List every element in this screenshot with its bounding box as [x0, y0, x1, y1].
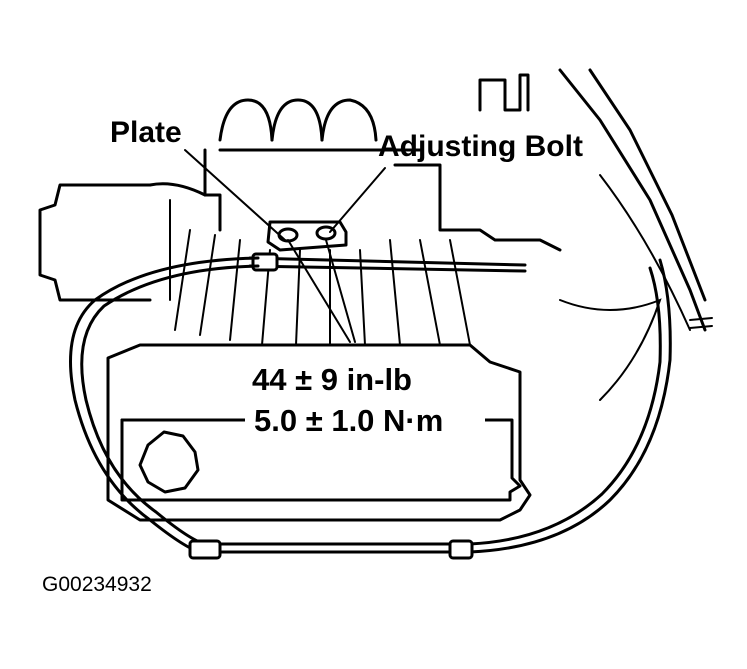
intake-runners: [203, 98, 562, 252]
plenum-box: [106, 343, 532, 522]
figure-code: G00234932: [42, 573, 152, 596]
torque-inlb-label: 44 ± 9 in-lb: [252, 362, 412, 397]
adjusting-bolt-label: Adjusting Bolt: [378, 130, 583, 163]
plate-label: Plate: [110, 116, 182, 149]
leader-lines: [184, 149, 386, 343]
engine-block-outline: [478, 68, 713, 401]
throttle-housing: [38, 182, 207, 302]
throttle-cable: [69, 256, 672, 560]
throttle-rod: [248, 252, 527, 273]
torque-nm-label: 5.0 ± 1.0 N·m: [254, 403, 444, 438]
